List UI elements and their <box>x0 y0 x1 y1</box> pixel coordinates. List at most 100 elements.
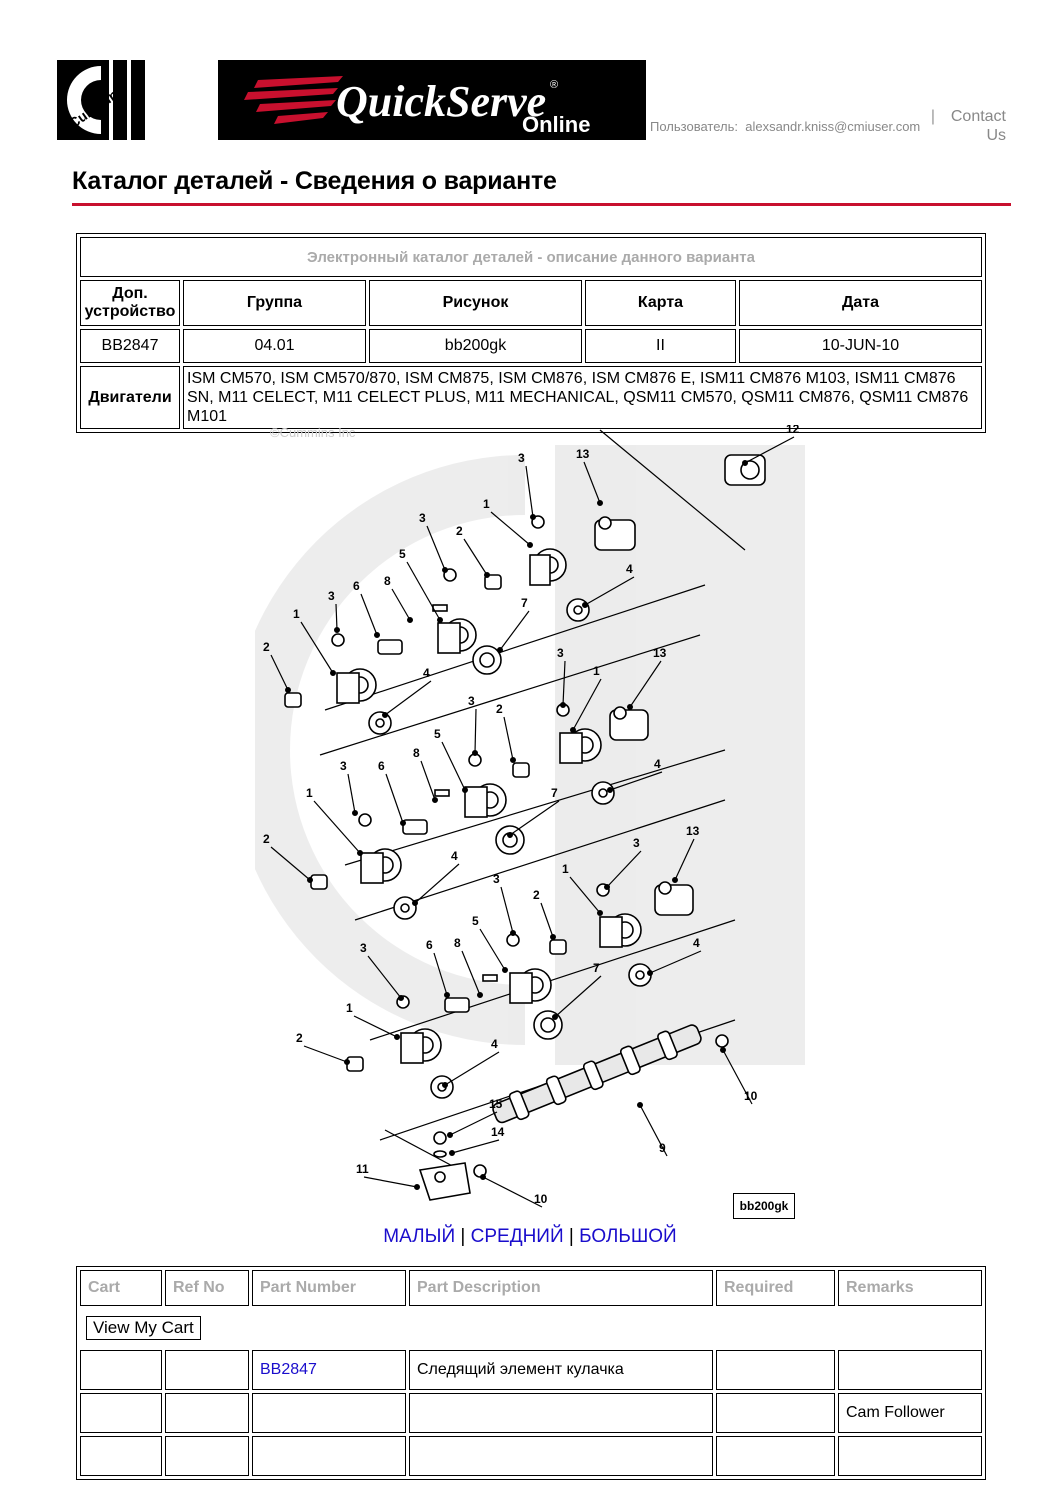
callout-leader <box>363 1176 418 1188</box>
exploded-parts-diagram: ©Cummins Inc <box>229 422 810 1225</box>
cell-cart[interactable] <box>80 1350 162 1390</box>
callout-leader <box>562 660 566 706</box>
callout-leader <box>639 1104 668 1157</box>
callout-label: 4 <box>423 666 430 680</box>
contact-us-link[interactable]: | Contact Us <box>931 107 1006 145</box>
contact-line-1[interactable]: Contact <box>950 108 1006 125</box>
callout-arrowhead <box>672 877 679 884</box>
callout-leader <box>572 678 602 731</box>
callout-leader <box>554 975 602 1018</box>
callout-leader <box>451 1139 500 1154</box>
cell-required <box>716 1436 835 1476</box>
callout-arrowhead <box>407 617 414 624</box>
callout-leader <box>584 576 635 606</box>
callout-label: 8 <box>454 936 461 950</box>
part-number-link[interactable]: BB2847 <box>260 1361 317 1378</box>
user-email: alexsandr.kniss@cmiuser.com <box>745 119 921 134</box>
callout-label: 13 <box>576 447 590 461</box>
page-header: Cummins QuickServe ® Online Пользователь… <box>0 0 1060 150</box>
callout-arrowhead <box>497 647 504 654</box>
contact-line-2[interactable]: Us <box>986 127 1006 144</box>
callout-label: 7 <box>521 596 528 610</box>
callout-arrowhead <box>472 750 479 757</box>
callout-label: 4 <box>626 562 633 576</box>
cell-cart[interactable] <box>80 1436 162 1476</box>
callout-label: 5 <box>399 547 406 561</box>
callout-arrowhead <box>400 820 407 827</box>
callout-arrowhead <box>306 877 313 884</box>
cell-part-number: BB2847 <box>252 1350 406 1390</box>
callout-leader <box>482 1176 543 1208</box>
banner-title: QuickServe <box>336 77 546 126</box>
cell-remarks <box>838 1350 982 1390</box>
info-table-caption: Электронный каталог деталей - описание д… <box>80 237 982 277</box>
variant-info-table: Электронный каталог деталей - описание д… <box>76 233 986 433</box>
view-cart-button[interactable]: View My Cart <box>86 1316 201 1340</box>
callout-leader <box>303 1045 348 1063</box>
callout-label: 6 <box>378 759 385 773</box>
callout-arrowhead <box>742 459 749 466</box>
callout-leader <box>385 773 404 824</box>
cell-ref <box>165 1350 249 1390</box>
callout-label: 1 <box>562 862 569 876</box>
callout-label: 1 <box>293 607 300 621</box>
callout-leader <box>353 1015 398 1038</box>
callout-leader <box>384 680 432 716</box>
callout-label: 3 <box>360 941 367 955</box>
callout-arrowhead <box>333 627 340 634</box>
callout-arrowhead <box>462 787 469 794</box>
callout-leader <box>606 850 642 888</box>
header-option: Доп. устройство <box>80 280 180 326</box>
callout-label: 13 <box>653 646 667 660</box>
callout-arrowhead <box>412 900 419 907</box>
size-small-link[interactable]: МАЛЫЙ <box>383 1226 456 1247</box>
callout-leader <box>500 886 514 934</box>
size-separator-1: | <box>460 1226 466 1247</box>
callout-arrowhead <box>627 704 634 711</box>
callout-arrowhead <box>582 602 589 609</box>
title-divider <box>72 203 1011 206</box>
callout-arrowhead <box>597 910 604 917</box>
callout-label: 1 <box>306 786 313 800</box>
callout-label: 3 <box>328 589 335 603</box>
callout-arrowhead <box>530 513 537 520</box>
table-row <box>80 1436 982 1476</box>
size-separator-2: | <box>568 1226 574 1247</box>
callout-arrowhead <box>414 1183 421 1190</box>
callout-label: 8 <box>384 574 391 588</box>
callout-leader <box>744 436 795 464</box>
callout-arrowhead <box>356 850 363 857</box>
callout-arrowhead <box>550 934 557 941</box>
col-remarks: Remarks <box>838 1270 982 1306</box>
callout-leader <box>406 561 441 621</box>
callout-leader <box>420 760 436 801</box>
callout-label: 14 <box>491 1125 505 1139</box>
callout-label: 1 <box>483 497 490 511</box>
callout-label: 9 <box>659 1141 666 1155</box>
user-label: Пользователь: <box>650 119 738 134</box>
callout-label: 15 <box>489 1097 503 1111</box>
table-row: Cam Follower <box>80 1393 982 1433</box>
cell-cart[interactable] <box>80 1393 162 1433</box>
size-medium-link[interactable]: СРЕДНИЙ <box>470 1226 564 1247</box>
callout-leader <box>461 950 481 996</box>
callout-leader <box>426 525 446 571</box>
callout-label: 3 <box>468 694 475 708</box>
header-map: Карта <box>585 280 736 326</box>
callout-arrowhead <box>444 991 451 998</box>
callout-leader <box>490 511 531 546</box>
callout-leader <box>335 603 338 631</box>
callout-label: 3 <box>340 759 347 773</box>
user-info: Пользователь: alexsandr.kniss@cmiuser.co… <box>650 119 920 134</box>
callout-arrowhead <box>502 966 509 973</box>
callout-leader <box>569 876 601 914</box>
callout-label: 2 <box>533 888 540 902</box>
callout-label: 3 <box>633 836 640 850</box>
size-large-link[interactable]: БОЛЬШОЙ <box>579 1226 677 1247</box>
callout-leader <box>360 593 378 636</box>
callout-leader <box>722 1049 753 1105</box>
callout-label: 6 <box>426 938 433 952</box>
header-date: Дата <box>739 280 982 326</box>
cell-description <box>409 1436 713 1476</box>
callout-arrowhead <box>329 670 336 677</box>
